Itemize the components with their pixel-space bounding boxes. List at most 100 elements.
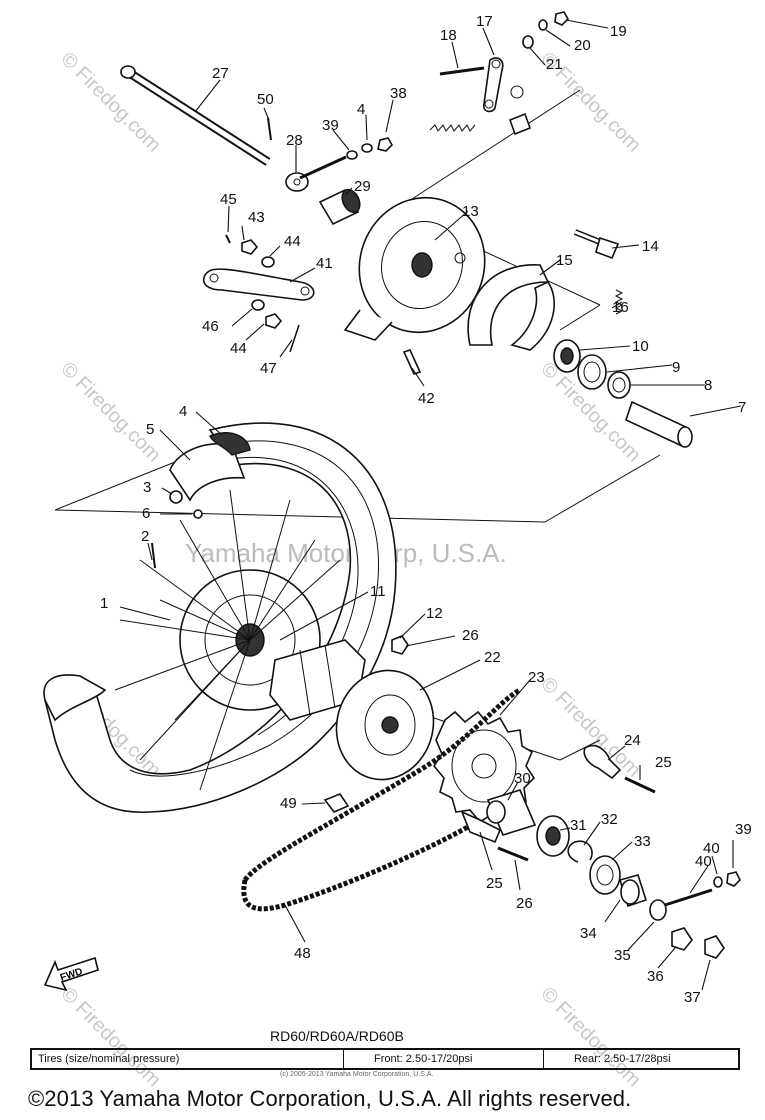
callout-label: 20 bbox=[574, 37, 591, 54]
callout-label: 16 bbox=[612, 299, 629, 316]
callout-label: 41 bbox=[316, 255, 333, 272]
sprocket-hub-part bbox=[335, 669, 435, 781]
callout-label: 19 bbox=[610, 23, 627, 40]
callout-label: 24 bbox=[624, 732, 641, 749]
callout-labels: 1 2 3 4 5 6 7 8 9 10 11 12 13 14 15 16 1… bbox=[100, 13, 752, 1006]
cotter-pin-part bbox=[267, 117, 272, 141]
callout-label: 5 bbox=[146, 421, 154, 438]
axle-part bbox=[120, 65, 271, 166]
brake-shoe-part bbox=[467, 264, 555, 351]
nut-part bbox=[726, 871, 741, 887]
callout-label: 36 bbox=[647, 968, 664, 985]
callout-label: 48 bbox=[294, 945, 311, 962]
tube-part bbox=[169, 432, 251, 502]
callout-label: 43 bbox=[248, 209, 265, 226]
watermark: © Firedog.com bbox=[536, 983, 645, 1092]
callout-label: 3 bbox=[143, 479, 151, 496]
callout-label: 7 bbox=[738, 399, 746, 416]
callout-label: 10 bbox=[632, 338, 649, 355]
torque-arm-part bbox=[203, 268, 315, 301]
rim-band-part bbox=[169, 490, 183, 504]
nut-part bbox=[391, 635, 409, 655]
callout-label: 23 bbox=[528, 669, 545, 686]
callout-label: 29 bbox=[354, 178, 371, 195]
washer-part bbox=[251, 299, 265, 311]
callout-label: 1 bbox=[100, 595, 108, 612]
callout-label: 15 bbox=[556, 252, 573, 269]
nut-part bbox=[377, 137, 393, 152]
cotter-pin-part bbox=[225, 234, 231, 244]
valve-nut-part bbox=[193, 509, 203, 519]
leader-lines bbox=[119, 19, 742, 991]
spacer-part bbox=[625, 400, 693, 448]
fwd-arrow: FWD bbox=[43, 956, 99, 992]
callout-label: 4 bbox=[179, 403, 187, 420]
cotter-pin-part bbox=[289, 324, 300, 353]
oil-seal-part bbox=[589, 855, 621, 895]
circlip-part bbox=[567, 840, 593, 863]
callout-label: 46 bbox=[202, 318, 219, 335]
tire-spec-table: Tires (size/nominal pressure) Front: 2.5… bbox=[30, 1048, 740, 1070]
washer-part bbox=[649, 899, 667, 921]
spoke-part bbox=[151, 542, 156, 569]
callout-label: 14 bbox=[642, 238, 659, 255]
callout-label: 50 bbox=[257, 91, 274, 108]
spec-rear: Rear: 2.50-17/28psi bbox=[574, 1053, 671, 1065]
bolt-part bbox=[402, 349, 422, 375]
callout-label: 32 bbox=[601, 811, 618, 828]
small-copyright: (c) 2005-2013 Yamaha Motor Corporation, … bbox=[280, 1071, 434, 1078]
callout-label: 42 bbox=[418, 390, 435, 407]
chain-joint-part bbox=[323, 793, 350, 813]
nut-part bbox=[671, 927, 693, 951]
callout-label: 12 bbox=[426, 605, 443, 622]
callout-label: 2 bbox=[141, 528, 149, 545]
callout-label: 33 bbox=[634, 833, 651, 850]
brake-lever-part bbox=[482, 57, 504, 113]
callout-label: 26 bbox=[462, 627, 479, 644]
bolt-part bbox=[497, 846, 529, 862]
bolt-part bbox=[624, 776, 656, 794]
callout-label: 49 bbox=[280, 795, 297, 812]
ghost-text: Yamaha Motor Corp, U.S.A. bbox=[185, 538, 507, 568]
callout-label: 25 bbox=[655, 754, 672, 771]
chain-part bbox=[241, 687, 522, 912]
callout-label: 8 bbox=[704, 377, 712, 394]
watermark: © Firedog.com bbox=[56, 983, 165, 1092]
chain-puller-part bbox=[460, 810, 502, 844]
washer-part bbox=[261, 256, 275, 268]
model-title: RD60/RD60A/RD60B bbox=[270, 1028, 404, 1044]
callout-label: 47 bbox=[260, 360, 277, 377]
bolt-part bbox=[299, 155, 347, 180]
copyright-notice: ©2013 Yamaha Motor Corporation, U.S.A. A… bbox=[28, 1086, 632, 1111]
callout-label: 37 bbox=[684, 989, 701, 1006]
bearing-part bbox=[536, 815, 570, 857]
callout-label: 39 bbox=[322, 117, 339, 134]
callout-label: 6 bbox=[142, 505, 150, 522]
callout-label: 22 bbox=[484, 649, 501, 666]
callout-label: 27 bbox=[212, 65, 229, 82]
assembly-outline-upper bbox=[54, 89, 661, 523]
callout-label: 45 bbox=[220, 191, 237, 208]
nut-part bbox=[265, 313, 283, 329]
washer-part bbox=[522, 35, 534, 49]
spring-part bbox=[429, 124, 476, 132]
washer-part bbox=[713, 876, 723, 888]
castle-nut-part bbox=[704, 935, 725, 959]
callout-label: 11 bbox=[370, 583, 386, 600]
callout-label: 31 bbox=[570, 817, 587, 834]
callout-label: 13 bbox=[462, 203, 479, 220]
callout-label: 17 bbox=[476, 13, 493, 30]
brake-plate-part bbox=[343, 196, 486, 341]
callout-label: 25 bbox=[486, 875, 503, 892]
callout-label: 21 bbox=[546, 56, 563, 73]
brake-cam-part bbox=[573, 229, 620, 260]
collar-part bbox=[318, 188, 361, 226]
bearing-part bbox=[553, 339, 581, 373]
watermark: © Firedog.com bbox=[536, 673, 645, 782]
chain-puller-part bbox=[583, 744, 622, 780]
spec-front: Front: 2.50-17/20psi bbox=[344, 1050, 544, 1068]
callout-label: 4 bbox=[357, 101, 365, 118]
shaft-part bbox=[486, 789, 537, 836]
bolt-part bbox=[439, 66, 485, 76]
